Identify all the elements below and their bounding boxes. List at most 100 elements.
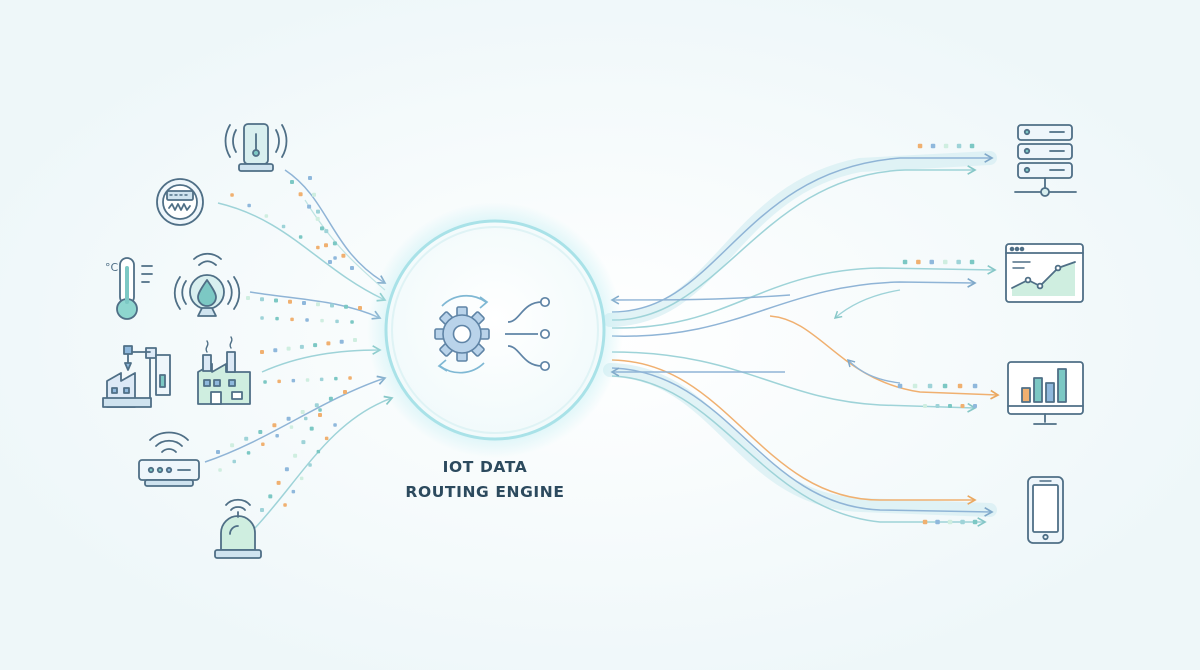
alarm-beacon-icon xyxy=(214,498,262,559)
data-dot xyxy=(960,404,965,408)
data-dot xyxy=(288,299,292,304)
data-dot xyxy=(969,259,975,265)
data-dot xyxy=(290,317,294,322)
destinations xyxy=(1005,124,1084,544)
outbound-flow xyxy=(611,359,977,505)
data-dot xyxy=(943,259,948,265)
data-dot xyxy=(319,377,324,382)
data-dot xyxy=(339,339,344,344)
data-dot xyxy=(320,226,324,231)
data-dot xyxy=(273,348,278,353)
data-dot xyxy=(922,519,928,525)
data-dot xyxy=(929,259,934,265)
data-dot xyxy=(335,319,339,324)
data-dot xyxy=(230,443,235,448)
data-dot xyxy=(316,245,320,250)
data-dot xyxy=(320,318,324,323)
hub-inner-ring xyxy=(391,226,599,434)
data-dot xyxy=(947,519,953,525)
data-dot xyxy=(328,396,333,401)
water-drop-sensor-icon xyxy=(173,252,241,317)
data-dot xyxy=(246,296,250,300)
outbound-data-dots xyxy=(897,143,978,525)
data-dot xyxy=(960,519,965,525)
data-dot xyxy=(316,302,320,307)
outbound-flow xyxy=(611,375,987,527)
data-dot xyxy=(316,449,321,454)
data-dot xyxy=(957,383,963,389)
data-dot xyxy=(930,143,936,149)
data-dot xyxy=(923,404,927,408)
data-dot xyxy=(232,459,236,464)
data-dot xyxy=(935,404,940,408)
analytics-window-icon xyxy=(1005,243,1084,303)
outbound-flow xyxy=(611,277,977,337)
data-dot xyxy=(956,143,962,149)
data-dot xyxy=(218,468,222,472)
data-dot xyxy=(260,297,264,302)
data-dot xyxy=(277,379,281,384)
data-dot xyxy=(328,260,332,264)
data-dot xyxy=(902,259,908,265)
robot-arm-factory-icon xyxy=(102,345,171,408)
smart-meter-icon xyxy=(156,178,204,226)
data-dot xyxy=(330,303,334,308)
return-flow xyxy=(833,289,901,319)
data-dot xyxy=(272,423,277,428)
data-dot xyxy=(283,503,287,507)
smartphone-icon xyxy=(1027,476,1064,544)
data-dot xyxy=(312,192,316,197)
data-dot xyxy=(332,241,337,246)
data-dot xyxy=(326,341,331,346)
data-dot xyxy=(333,423,337,427)
data-dot xyxy=(299,476,304,481)
wifi-router-icon xyxy=(138,431,200,487)
data-dot xyxy=(324,229,329,234)
data-dot xyxy=(247,203,251,208)
data-dot xyxy=(318,408,322,412)
data-dot xyxy=(308,463,312,467)
data-dot xyxy=(973,404,977,408)
engine-label-line2: ROUTING ENGINE xyxy=(405,483,565,501)
data-dot xyxy=(307,204,312,209)
data-dot xyxy=(305,318,309,322)
data-dot xyxy=(260,350,264,354)
branch-network-icon xyxy=(505,296,551,372)
data-dot xyxy=(291,489,296,494)
data-dot xyxy=(353,338,357,342)
rotate-arrows-icon xyxy=(437,294,489,374)
data-dot xyxy=(956,259,961,265)
data-dot xyxy=(309,426,314,431)
inbound-flow xyxy=(284,169,387,284)
data-dot xyxy=(290,180,294,184)
inbound-flow xyxy=(217,202,387,302)
data-dot xyxy=(972,383,978,389)
data-dot xyxy=(301,440,306,445)
return-flow xyxy=(610,294,791,305)
data-dot xyxy=(343,390,347,394)
data-dot xyxy=(275,434,279,438)
data-dot xyxy=(935,519,940,525)
data-dot xyxy=(350,266,354,270)
data-dot xyxy=(305,378,310,382)
outbound-flow xyxy=(611,153,994,313)
data-dot xyxy=(324,243,328,248)
data-dot xyxy=(333,256,337,260)
data-dot xyxy=(972,519,978,525)
data-dot xyxy=(276,480,281,485)
data-dot xyxy=(348,376,352,380)
routing-engine-hub xyxy=(367,202,623,458)
bar-chart-monitor-icon xyxy=(1007,361,1084,425)
inbound-data-dots xyxy=(216,176,362,512)
outbound-flow xyxy=(611,351,977,413)
thermometer-icon: °C xyxy=(105,257,153,320)
data-dot xyxy=(350,320,354,324)
wireless-sensor-tower-icon xyxy=(224,123,288,172)
factory-icon xyxy=(197,336,251,405)
data-dot xyxy=(315,216,320,221)
data-dot xyxy=(969,143,975,149)
data-dot xyxy=(304,416,308,421)
outbound-flow xyxy=(769,315,1000,400)
